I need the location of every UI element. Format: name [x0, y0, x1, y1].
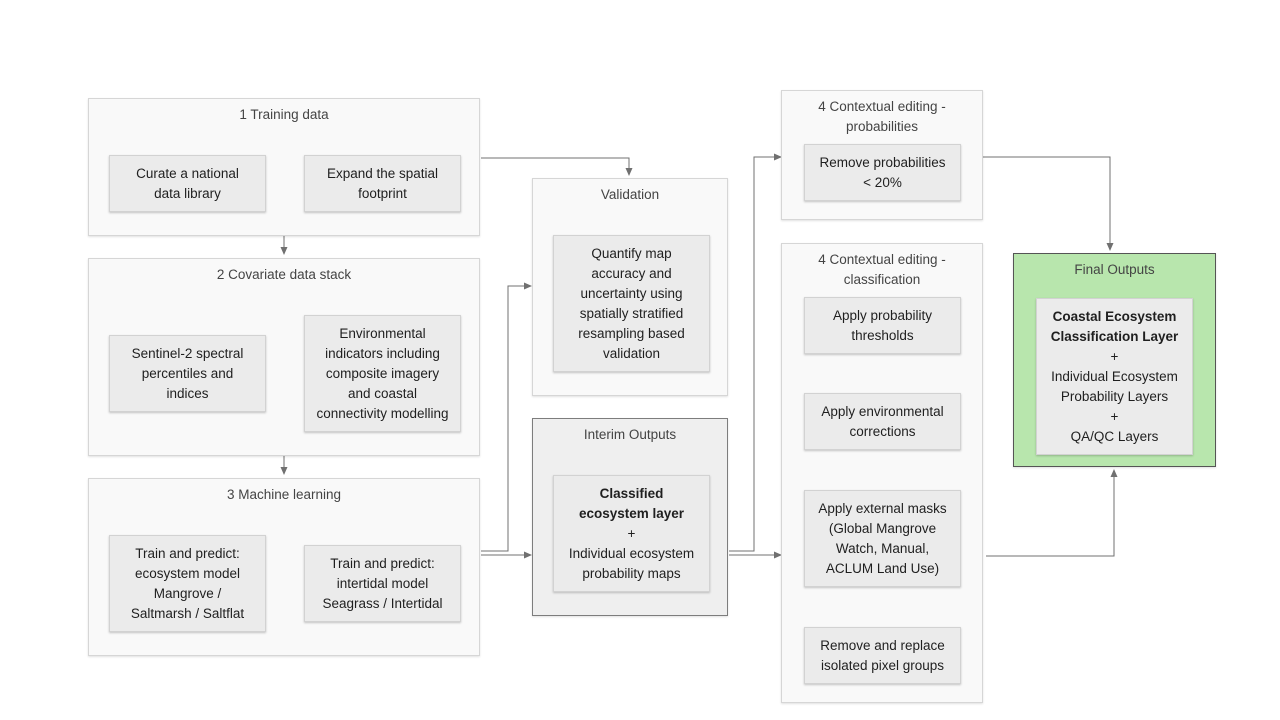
quantify-accuracy-step: Quantify map accuracy and uncertainty us… [553, 235, 710, 372]
individual-probability-label: Individual Ecosystem Probability Layers [1051, 368, 1178, 404]
covariate-data-title: 2 Covariate data stack [216, 267, 352, 282]
validation-title: Validation [600, 187, 660, 202]
curate-library-step: Curate a national data library [109, 155, 266, 212]
intertidal-model-step: Train and predict: intertidal model Seag… [304, 545, 461, 622]
interim-outputs-box: Classified ecosystem layer + Individual … [553, 475, 710, 592]
arrow-ce-class-to-final [986, 469, 1118, 557]
expand-footprint-step: Expand the spatial footprint [304, 155, 461, 212]
arrow-ml-to-validation [481, 282, 532, 552]
environmental-indicators-step: Environmental indicators including compo… [304, 315, 461, 432]
qaqc-label: QA/QC Layers [1070, 428, 1159, 444]
validation-panel: Validation Quantify map accuracy and unc… [532, 178, 728, 396]
probability-thresholds-step: Apply probability thresholds [804, 297, 961, 354]
sentinel-percentiles-step: Sentinel-2 spectral percentiles and indi… [109, 335, 266, 412]
covariate-data-panel: 2 Covariate data stack Sentinel-2 spectr… [88, 258, 480, 456]
training-data-title: 1 Training data [239, 107, 329, 122]
ce-classification-panel: 4 Contextual editing - classification Ap… [781, 243, 983, 703]
final-outputs-panel: Final Outputs Coastal Ecosystem Classifi… [1013, 253, 1216, 467]
individual-maps-label: Individual ecosystem probability maps [568, 545, 695, 581]
final-outputs-title: Final Outputs [1074, 262, 1155, 277]
ecosystem-model-step: Train and predict: ecosystem model Mangr… [109, 535, 266, 632]
machine-learning-panel: 3 Machine learning Train and predict: ec… [88, 478, 480, 656]
interim-outputs-title: Interim Outputs [583, 427, 677, 442]
external-masks-step: Apply external masks (Global Mangrove Wa… [804, 490, 961, 587]
remove-probabilities-step: Remove probabilities < 20% [804, 144, 961, 201]
arrow-ce-prob-to-final [982, 156, 1114, 251]
ce-probabilities-panel: 4 Contextual editing - probabilities Rem… [781, 90, 983, 220]
final-plus-2: + [1110, 408, 1119, 424]
ce-classification-title: 4 Contextual editing - classification [818, 252, 946, 287]
ce-probabilities-title: 4 Contextual editing - probabilities [818, 99, 946, 134]
training-data-panel: 1 Training data Curate a national data l… [88, 98, 480, 236]
final-outputs-box: Coastal Ecosystem Classification Layer +… [1036, 298, 1193, 455]
final-plus-1: + [1110, 348, 1119, 364]
interim-plus: + [627, 525, 636, 541]
coastal-classification-label: Coastal Ecosystem Classification Layer [1050, 308, 1179, 344]
arrow-interim-to-ce-prob [729, 153, 782, 552]
classified-layer-label: Classified ecosystem layer [578, 485, 685, 521]
isolated-pixels-step: Remove and replace isolated pixel groups [804, 627, 961, 684]
arrow-training-to-validation [481, 157, 633, 176]
interim-outputs-panel: Interim Outputs Classified ecosystem lay… [532, 418, 728, 616]
machine-learning-title: 3 Machine learning [226, 487, 342, 502]
environmental-corrections-step: Apply environmental corrections [804, 393, 961, 450]
